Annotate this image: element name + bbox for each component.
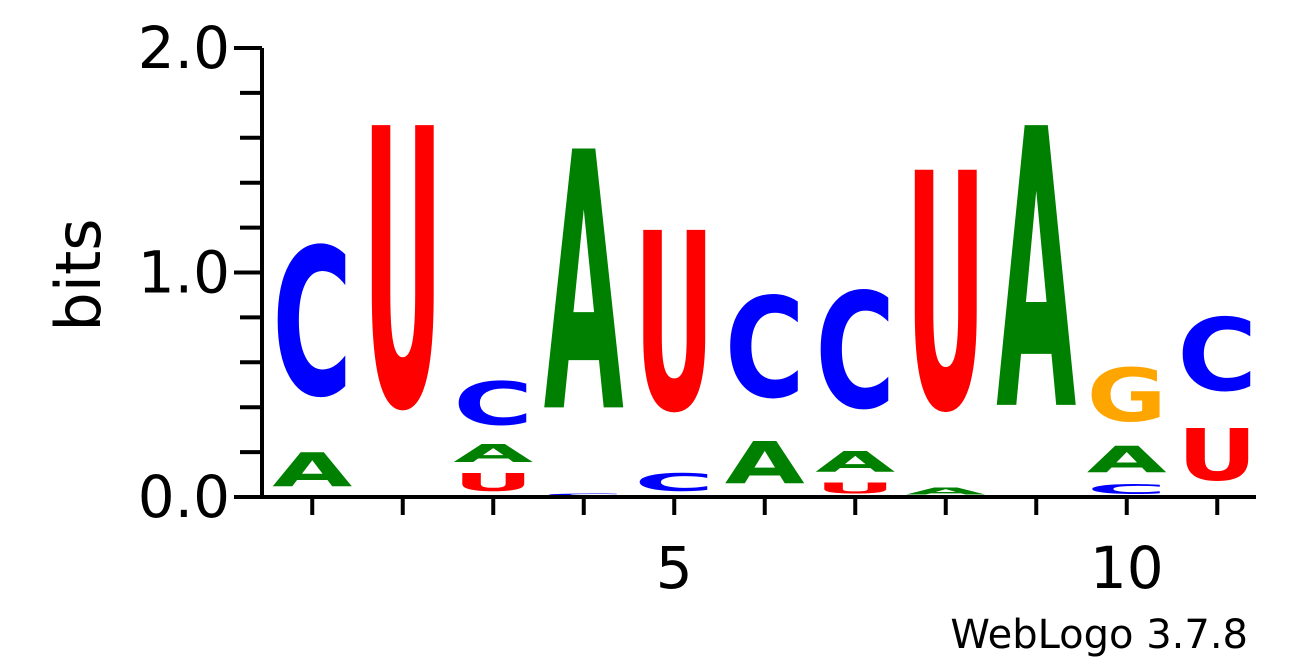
logo-letter-C: C <box>725 270 805 430</box>
logo-letter-A: A <box>453 439 533 468</box>
stack-position-8: AU <box>906 104 986 497</box>
x-tick-label: 5 <box>656 534 693 602</box>
stack-position-9: A <box>996 50 1077 497</box>
logo-letter-U: U <box>1177 415 1257 498</box>
weblogo-credit: WebLogo 3.7.8 <box>950 612 1248 658</box>
y-axis-label: bits <box>42 218 115 331</box>
y-tick-label: 1.0 <box>138 239 230 307</box>
logo-letter-A: A <box>544 77 625 491</box>
logo-letter-A: A <box>815 446 895 479</box>
stack-position-5: CU <box>634 182 714 497</box>
logo-letter-A: A <box>1087 439 1167 481</box>
y-tick-label: 2.0 <box>138 14 230 82</box>
logo-letter-A: A <box>725 430 805 497</box>
logo-letter-U: U <box>363 50 443 497</box>
stack-position-10: CAG <box>1087 354 1167 497</box>
logo-letter-A: A <box>906 486 986 497</box>
stack-position-2: U <box>363 50 443 497</box>
stack-position-1: AC <box>272 207 352 497</box>
stack-position-6: AC <box>725 270 805 497</box>
logo-letter-C: C <box>634 468 714 497</box>
logo-letter-U: U <box>453 468 533 497</box>
logo-letter-C: C <box>272 207 352 443</box>
y-tick-label: 0.0 <box>138 463 230 531</box>
x-tick-label: 10 <box>1090 534 1164 602</box>
logo-letter-C: C <box>453 369 533 438</box>
x-ticks: 5 10 <box>310 497 1220 602</box>
y-ticks: 0.0 1.0 2.0 <box>138 14 262 531</box>
logo-letter-G: G <box>1087 354 1167 439</box>
logo-letter-C: C <box>544 493 624 497</box>
stack-position-11: UC <box>1177 297 1257 497</box>
logo-letter-A: A <box>272 443 352 497</box>
stack-position-3: UAC <box>453 369 533 496</box>
stack-position-4: CA <box>544 77 625 497</box>
logo-letter-C: C <box>1087 481 1167 497</box>
logo-letter-C: C <box>815 260 895 446</box>
logo-letter-C: C <box>1177 297 1257 413</box>
logo-letter-U: U <box>634 182 714 468</box>
logo-letter-U: U <box>906 104 986 484</box>
logo-letter-A: A <box>996 50 1077 497</box>
stack-position-7: UAC <box>815 260 895 497</box>
logo-letter-U: U <box>815 479 895 497</box>
